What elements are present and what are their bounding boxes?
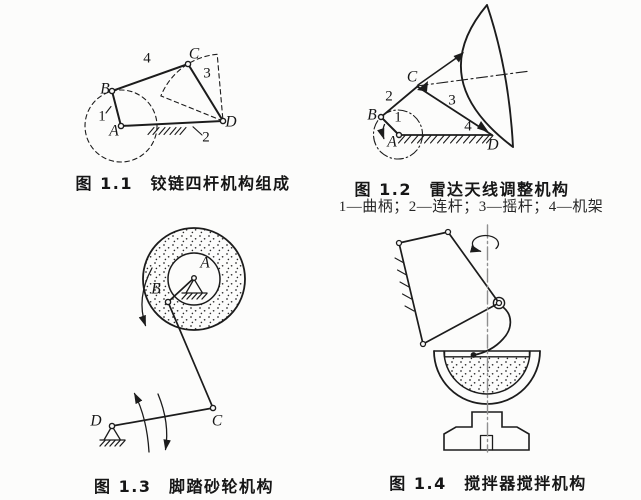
wheel-rotation-arrow [138, 267, 153, 327]
rotation-arrow [469, 234, 500, 253]
link-label-1: 1 [394, 109, 402, 126]
link-label-3: 3 [203, 65, 211, 82]
fixed-pivot-a [181, 277, 208, 300]
antenna-axis-centerline [416, 70, 531, 87]
bowl-rim [433, 350, 541, 358]
joint-label-a: A [387, 133, 397, 151]
rocker-path-dashed-arc [160, 53, 224, 122]
attachment-triangles [417, 52, 489, 133]
crank-rotation-arrow [377, 123, 386, 140]
link-label-1: 1 [98, 108, 106, 125]
stirrer-joint-lobe [492, 296, 506, 310]
figure-1-2-caption: 图 1.2 雷达天线调整机构 [354, 180, 570, 199]
link-label-2: 2 [385, 88, 393, 105]
crank-ab [167, 277, 195, 303]
joint-label-c: C [211, 412, 223, 430]
joint-label-b: B [367, 106, 377, 124]
joint-label-d: D [90, 412, 102, 430]
revolute-joints [108, 275, 217, 430]
four-bar-linkage-diagram [84, 53, 227, 163]
joint-label-b: B [151, 280, 161, 298]
pedal-swing-arrow-down [157, 393, 171, 451]
joint-label-c: C [188, 45, 200, 63]
bowl-inner-wall [443, 350, 531, 395]
stirrer-rod [473, 306, 512, 356]
pedestal-slot [479, 434, 494, 451]
frame-hatching [397, 134, 494, 144]
joint-label-b: B [100, 80, 110, 98]
pedestal [443, 411, 530, 451]
link-label-2: 2 [202, 129, 210, 146]
link-1-crank [380, 116, 400, 136]
grinding-wheel-diagram [99, 227, 246, 453]
joint-label-d: D [487, 136, 499, 154]
radar-antenna-diagram [372, 4, 531, 160]
figure-1-3-caption: 图 1.3 脚踏砂轮机构 [94, 477, 274, 496]
joint-label-a: A [200, 254, 210, 272]
frame-hatching [394, 257, 415, 312]
joint-label-c: C [406, 68, 418, 86]
link-label-4: 4 [143, 50, 151, 67]
link-label-3: 3 [448, 92, 456, 109]
antenna-dish [459, 4, 514, 148]
revolute-joints [395, 228, 503, 348]
figure-1-2-legend: 1—曲柄；2—连杆；3—摇杆；4—机架 [338, 199, 604, 215]
dish-attachment-strut [417, 53, 463, 86]
pedal-swing-arrow-up [133, 392, 150, 453]
figure-1-4-caption: 图 1.4 搅拌器搅拌机构 [389, 474, 587, 493]
connecting-rod [167, 301, 214, 409]
crank-path-dashed-circle [84, 89, 158, 163]
link-label-4: 4 [464, 118, 472, 135]
revolute-joints [108, 60, 227, 130]
joint-label-d: D [225, 113, 237, 131]
four-bar-frame [397, 231, 501, 346]
revolute-joints [377, 113, 403, 139]
joint-label-a: A [109, 122, 119, 140]
ground-hatching [147, 126, 187, 136]
fixed-pivot-d [99, 424, 126, 447]
link-2-coupler [380, 85, 419, 118]
label-leader-lines [105, 105, 203, 136]
figure-1-1-caption: 图 1.1 铰链四杆机构组成 [75, 174, 291, 193]
mixer-diagram [394, 224, 541, 453]
stirrer-tip-dot [470, 352, 477, 358]
pedal-lever [111, 407, 214, 427]
